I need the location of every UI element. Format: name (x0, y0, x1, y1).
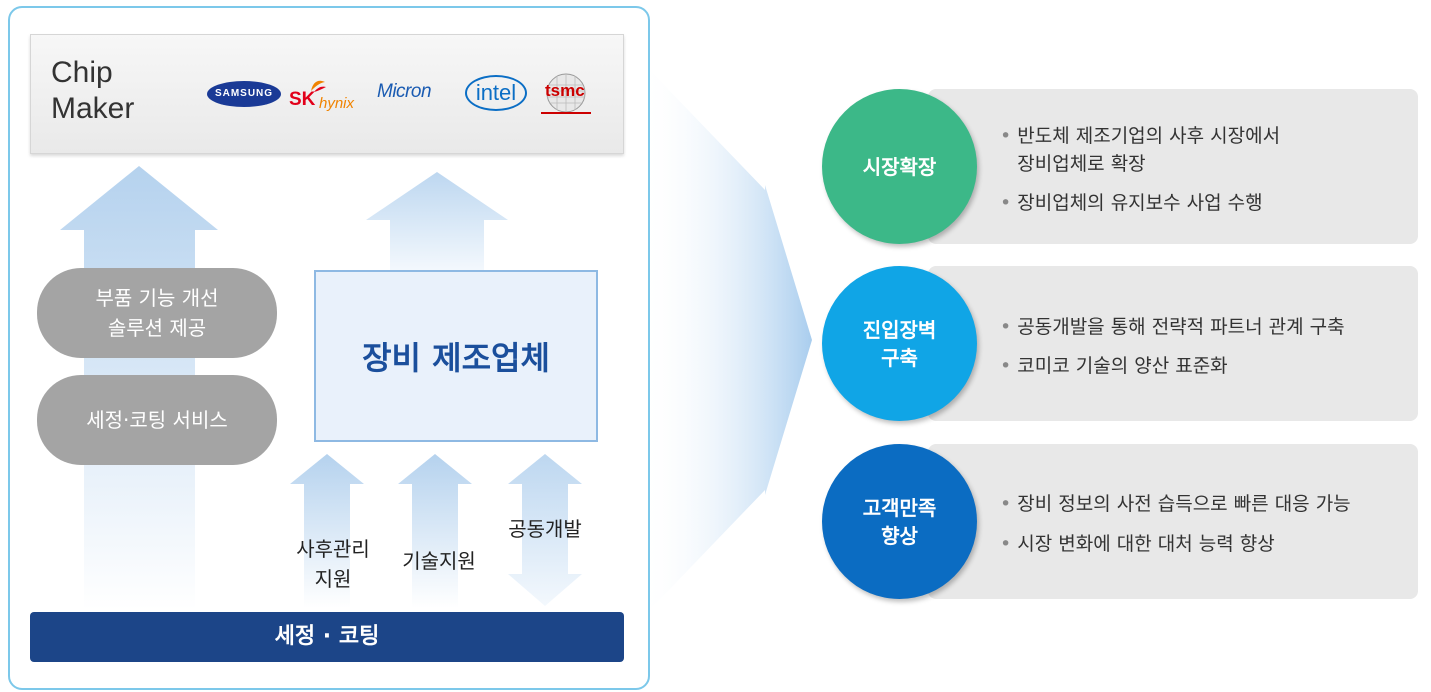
samsung-logo: SAMSUNG (207, 81, 281, 107)
after-service-label: 사후관리 지원 (296, 537, 370, 591)
joint-development-label: 공동개발 (508, 517, 582, 541)
entry-barrier-card (928, 266, 1418, 421)
bullet-dot-icon: • (1000, 125, 1018, 147)
bullet-dot-icon: • (1000, 192, 1018, 214)
intel-logo: intel (465, 75, 527, 111)
small-up-arrow-1 (290, 454, 364, 608)
market-expansion-card (928, 89, 1418, 244)
bullet-dot-icon: • (1000, 316, 1018, 338)
entry-barrier-circle: 진입장벽 구축 (822, 266, 977, 421)
tsmc-logo: tsmc (537, 71, 595, 119)
sk-hynix-logo: SK hynix (289, 79, 379, 113)
equipment-maker-title: 장비 제조업체 (362, 339, 550, 377)
sk-butterfly-icon (311, 80, 326, 92)
bullet-dot-icon: • (1000, 355, 1018, 377)
center-up-arrow (366, 172, 508, 270)
right-pointing-arrow (640, 60, 812, 620)
bullet-text: 공동개발을 통해 전략적 파트너 관계 구축 (1017, 316, 1345, 338)
bullet-item: • 장비업체의 유지보수 사업 수행 (1000, 189, 1263, 217)
double-arrow (508, 454, 582, 606)
chip-maker-box: Chip Maker SAMSUNG SK hynix Micron intel… (30, 34, 624, 154)
customer-satisfaction-circle: 고객만족 향상 (822, 444, 977, 599)
bullet-text: 시장 변화에 대한 대처 능력 향상 (1017, 533, 1275, 555)
equipment-maker-box: 장비 제조업체 (314, 270, 598, 442)
bullet-item: • 코미코 기술의 양산 표준화 (1000, 352, 1228, 380)
cleaning-coating-base-bar: 세정 · 코팅 (30, 612, 624, 662)
bullet-text: 장비업체의 유지보수 사업 수행 (1017, 192, 1263, 214)
bullet-dot-icon: • (1000, 533, 1018, 555)
micron-logo: Micron (377, 81, 432, 102)
tsmc-wafer-icon (541, 73, 591, 114)
small-up-arrow-2 (398, 454, 472, 608)
market-expansion-circle: 시장확장 (822, 89, 977, 244)
bullet-text: 장비 정보의 사전 습득으로 빠른 대응 가능 (1017, 493, 1351, 515)
parts-improvement-pill: 부품 기능 개선 솔루션 제공 (37, 268, 277, 358)
hynix-text: hynix (319, 95, 355, 112)
tech-support-label: 기술지원 (402, 549, 476, 573)
tsmc-text: tsmc (545, 81, 585, 100)
bullet-item: • 공동개발을 통해 전략적 파트너 관계 구축 (1000, 313, 1345, 341)
bullet-item: • 반도체 제조기업의 사후 시장에서 장비업체로 확장 (1000, 122, 1280, 178)
cleaning-coating-service-pill: 세정·코팅 서비스 (37, 375, 277, 465)
bullet-item: • 시장 변화에 대한 대처 능력 향상 (1000, 530, 1275, 558)
bullet-text: 코미코 기술의 양산 표준화 (1017, 355, 1228, 377)
bullet-text: 반도체 제조기업의 사후 시장에서 장비업체로 확장 (1017, 125, 1281, 175)
customer-satisfaction-card (928, 444, 1418, 599)
bullet-item: • 장비 정보의 사전 습득으로 빠른 대응 가능 (1000, 490, 1351, 518)
sk-text: SK (289, 89, 316, 110)
bullet-dot-icon: • (1000, 493, 1018, 515)
chip-maker-title: Chip Maker (51, 56, 135, 125)
